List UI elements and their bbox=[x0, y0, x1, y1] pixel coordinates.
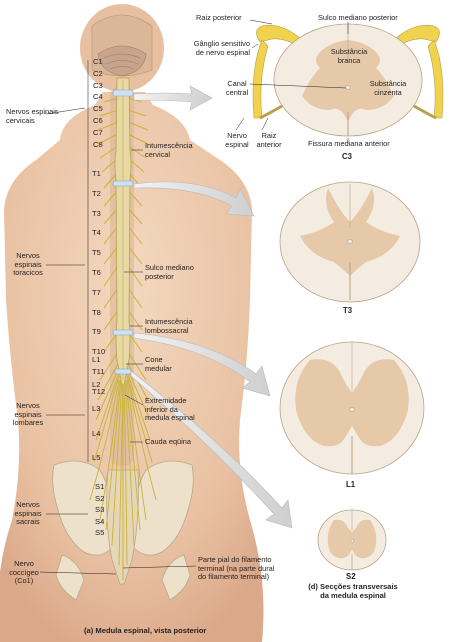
segment-label-c7: C7 bbox=[93, 129, 103, 137]
segment-label-t2: T2 bbox=[92, 190, 101, 198]
segment-label-l1: L1 bbox=[92, 356, 100, 364]
label-conus-medullaris: Cone medular bbox=[145, 356, 172, 373]
label-lumbosacral-enlargement: Intumescência lombossacral bbox=[145, 318, 193, 335]
segment-label-t5: T5 bbox=[92, 249, 101, 257]
label-c3-anterior-root: Raiz anterior bbox=[254, 132, 284, 149]
section-label-c3: C3 bbox=[342, 152, 352, 161]
label-c3-spinal-ganglion: Gânglio sensitivo de nervo espinal bbox=[184, 40, 250, 57]
label-c3-anterior-median-fissure: Fissura mediana anterior bbox=[308, 140, 390, 149]
label-c3-posterior-median-sulcus: Sulco mediano posterior bbox=[318, 14, 398, 23]
segment-label-s2: S2 bbox=[95, 495, 104, 503]
segment-label-t3: T3 bbox=[92, 210, 101, 218]
segment-label-c2: C2 bbox=[93, 70, 103, 78]
caption-a: (a) Medula espinal, vista posterior bbox=[84, 626, 206, 635]
segment-label-c8: C8 bbox=[93, 141, 103, 149]
segment-label-c1: C1 bbox=[93, 58, 103, 66]
label-inferior-end: Extremidade inferior da medula espinal bbox=[145, 397, 195, 423]
label-c3-spinal-nerve: Nervo espinal bbox=[222, 132, 252, 149]
segment-label-l3: L3 bbox=[92, 405, 100, 413]
section-label-t3: T3 bbox=[343, 306, 352, 315]
segment-label-t4: T4 bbox=[92, 229, 101, 237]
label-filum-terminale: Parte pial do filamento terminal (na par… bbox=[198, 556, 274, 582]
segment-label-c6: C6 bbox=[93, 117, 103, 125]
segment-label-l2: L2 bbox=[92, 381, 100, 389]
label-coccygeal-nerve: Nervo coccígeo (Co1) bbox=[4, 560, 44, 586]
segment-label-s5: S5 bbox=[95, 529, 104, 537]
segment-label-c3: C3 bbox=[93, 82, 103, 90]
label-thoracic-nerves: Nervos espinais toracicos bbox=[6, 252, 50, 278]
section-s2 bbox=[318, 510, 386, 570]
segment-label-l5: L5 bbox=[92, 454, 100, 462]
segment-label-t1: T1 bbox=[92, 170, 101, 178]
segment-label-t8: T8 bbox=[92, 309, 101, 317]
segment-label-s1: S1 bbox=[95, 483, 104, 491]
segment-label-l4: L4 bbox=[92, 430, 100, 438]
segment-label-s4: S4 bbox=[95, 518, 104, 526]
section-t3 bbox=[280, 182, 420, 302]
label-c3-gray-matter: Substância cinzenta bbox=[366, 80, 410, 97]
label-sacral-nerves: Nervos espinais sacrais bbox=[6, 501, 50, 527]
segment-label-t7: T7 bbox=[92, 289, 101, 297]
label-cervical-nerves: Nervos espinais cervicais bbox=[6, 108, 59, 125]
segment-label-t9: T9 bbox=[92, 328, 101, 336]
segment-label-c5: C5 bbox=[93, 105, 103, 113]
section-label-s2: S2 bbox=[346, 572, 356, 581]
segment-label-t11: T11 bbox=[92, 368, 105, 376]
label-c3-posterior-root: Raiz posterior bbox=[196, 14, 242, 23]
section-l1 bbox=[280, 342, 424, 474]
segment-label-s3: S3 bbox=[95, 506, 104, 514]
section-c3 bbox=[253, 24, 443, 136]
label-c3-white-matter: Substância branca bbox=[326, 48, 372, 65]
segment-label-t6: T6 bbox=[92, 269, 101, 277]
label-posterior-median-sulcus: Sulco mediano posterior bbox=[145, 264, 194, 281]
segment-label-t12: T12 bbox=[92, 388, 105, 396]
label-c3-central-canal: Canal central bbox=[222, 80, 252, 97]
segment-label-c4: C4 bbox=[93, 93, 103, 101]
caption-d: (d) Secções transversais da medula espin… bbox=[300, 582, 406, 600]
label-lumbar-nerves: Nervos espinais lombares bbox=[6, 402, 50, 428]
label-cauda-equina: Cauda eqüina bbox=[145, 438, 191, 447]
label-cervical-enlargement: Intumescência cervical bbox=[145, 142, 193, 159]
section-label-l1: L1 bbox=[346, 480, 355, 489]
